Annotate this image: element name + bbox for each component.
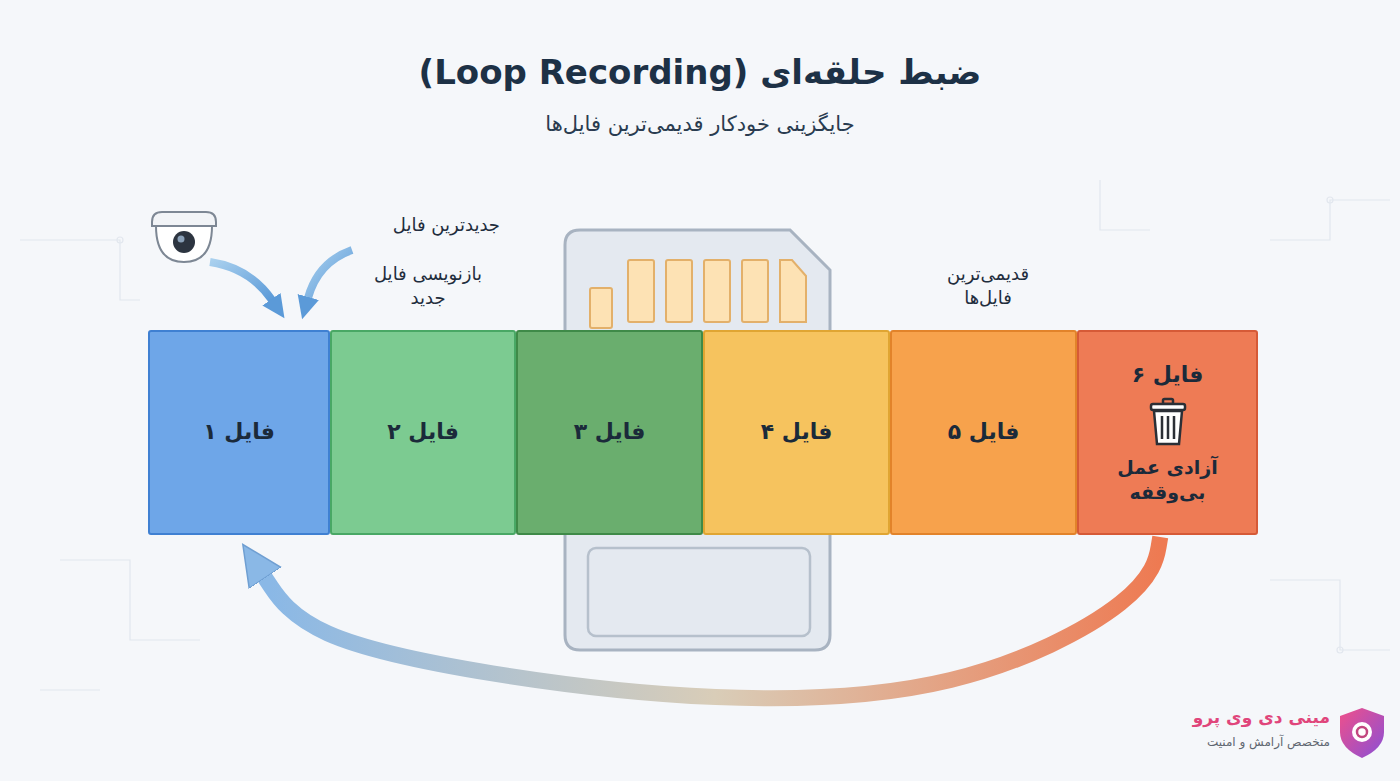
logo-shield bbox=[1340, 708, 1384, 758]
loop-arrow bbox=[264, 537, 1160, 698]
file-name: فایل ۳ bbox=[574, 418, 646, 447]
title: ضبط حلقه‌ای (Loop Recording) bbox=[0, 52, 1400, 92]
brand-name: مینی دی وی پرو bbox=[1193, 706, 1330, 729]
file-block: فایل ۱ bbox=[148, 330, 330, 535]
file-block: فایل ۶ آزادی عمل بی‌وقفه bbox=[1077, 330, 1258, 535]
annotation: قدیمی‌ترین فایل‌ها bbox=[930, 262, 1046, 311]
camera-icon bbox=[152, 212, 216, 262]
brand-tagline: متخصص آرامش و امنیت bbox=[1207, 734, 1330, 750]
file-note: آزادی عمل بی‌وقفه bbox=[1108, 455, 1228, 504]
file-block: فایل ۴ bbox=[703, 330, 890, 535]
annotation: بازنویسی فایل جدید bbox=[372, 262, 484, 311]
file-name: فایل ۴ bbox=[761, 418, 833, 447]
circuit-lines bbox=[20, 180, 1390, 690]
trash-icon bbox=[1148, 397, 1188, 447]
file-block: فایل ۵ bbox=[890, 330, 1077, 535]
file-name: فایل ۵ bbox=[948, 418, 1020, 447]
newest-pointer-arrow bbox=[308, 250, 352, 298]
file-name: فایل ۱ bbox=[203, 418, 275, 447]
record-arrow bbox=[210, 262, 272, 300]
file-block: فایل ۳ bbox=[516, 330, 703, 535]
annotation: جدیدترین فایل bbox=[393, 213, 500, 237]
file-name: فایل ۶ bbox=[1132, 361, 1204, 390]
file-name: فایل ۲ bbox=[387, 418, 459, 447]
file-block: فایل ۲ bbox=[330, 330, 516, 535]
subtitle: جایگزینی خودکار قدیمی‌ترین فایل‌ها bbox=[0, 112, 1400, 136]
